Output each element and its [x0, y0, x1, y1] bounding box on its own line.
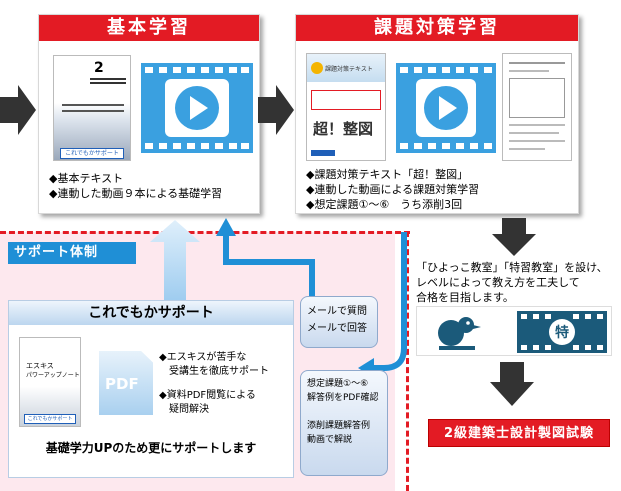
task-to-classroom-arrow	[492, 218, 536, 256]
basic-book-label: これでもかサポート	[60, 148, 124, 159]
task-book-label: 課題対策テキスト	[325, 66, 373, 73]
task-document-image	[502, 53, 572, 161]
basic-study-title: 基本学習	[39, 15, 259, 41]
task-bullets: ◆課題対策テキスト「超！整図」 ◆連動した動画による課題対策学習 ◆想定課題①～…	[306, 167, 479, 212]
support-box-title: これでもかサポート	[9, 301, 293, 325]
goal-exam-badge: 2級建築士設計製図試験	[428, 419, 610, 447]
support-zone-border-right	[406, 231, 409, 491]
entry-arrow	[0, 85, 36, 135]
basic-to-task-arrow	[258, 85, 294, 135]
basic-bullet: ◆連動した動画９本による基礎学習	[49, 187, 223, 200]
chick-icon	[438, 317, 481, 350]
support-system-label: サポート体制	[8, 242, 136, 264]
task-bullet: ◆連動した動画による課題対策学習	[306, 183, 480, 196]
support-zone-border-top	[0, 231, 410, 234]
classroom-icons: 特	[416, 306, 612, 356]
classroom-to-goal-arrow	[490, 362, 534, 406]
support-bullet: ◆エスキスが苦手な 受講生を徹底サポート	[159, 352, 269, 377]
answer-support-bubble: 想定課題①～⑥ 解答例をPDF確認 添削課題解答例 動画で解説	[300, 370, 388, 476]
task-book-main: 超！整図	[313, 120, 374, 138]
task-bullet: ◆想定課題①～⑥ うち添削3回	[306, 198, 463, 211]
support-book-image: エスキス パワーアップノート これでもかサポート	[19, 337, 81, 427]
support-footer: 基礎学力UPのため更にサポートします	[45, 441, 257, 455]
basic-video-icon	[141, 63, 253, 153]
special-class-icon: 特	[517, 311, 607, 353]
pdf-icon-label: PDF	[105, 375, 139, 393]
basic-bullets: ◆基本テキスト ◆連動した動画９本による基礎学習	[49, 171, 222, 201]
mail-support-bubble: メールで質問 メールで回答	[300, 296, 378, 348]
classroom-message: 「ひよっこ教室」「特習教室」を設け、 レベルによって教え方を工夫して 合格を目指…	[416, 261, 608, 304]
pdf-icon: PDF	[99, 351, 153, 415]
task-bullet: ◆課題対策テキスト「超！整図」	[306, 168, 469, 181]
basic-textbook-image: 2 これでもかサポート	[53, 55, 131, 161]
task-video-icon	[396, 63, 496, 153]
task-textbook-image: 課題対策テキスト 超！整図	[306, 53, 386, 161]
support-box: これでもかサポート エスキス パワーアップノート これでもかサポート PDF ◆…	[8, 300, 294, 478]
task-study-title: 課題対策学習	[296, 15, 578, 41]
support-bullet: ◆資料PDF閲覧による 疑問解決	[159, 390, 256, 415]
svg-text:特: 特	[555, 324, 569, 341]
basic-bullet: ◆基本テキスト	[49, 172, 124, 185]
task-study-panel: 課題対策学習 課題対策テキスト 超！整図	[295, 14, 579, 214]
basic-study-panel: 基本学習 2 これでもかサポート ◆基本	[38, 14, 260, 214]
support-up-arrow-left	[150, 220, 200, 304]
support-book-label: これでもかサポート	[24, 414, 76, 424]
